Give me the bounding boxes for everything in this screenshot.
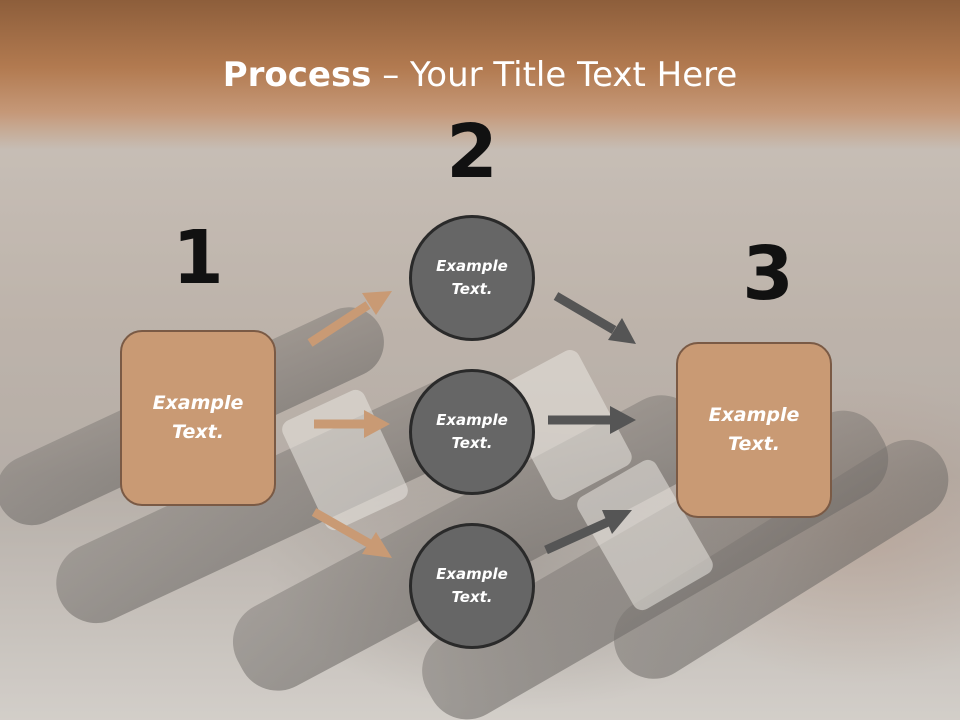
title-band <box>0 0 960 150</box>
step-number-3: 3 <box>742 231 794 317</box>
arrow-from-bottom-circle <box>544 510 632 555</box>
process-circle-middle[interactable]: Example Text. <box>409 369 535 495</box>
title-rest: – Your Title Text Here <box>371 55 738 95</box>
step-number-1: 1 <box>172 215 224 301</box>
step-number-2: 2 <box>446 109 498 195</box>
process-circle-top[interactable]: Example Text. <box>409 215 535 341</box>
title-bold: Process <box>222 55 372 95</box>
arrow-to-bottom-circle <box>311 508 392 558</box>
step-box-1[interactable]: Example Text. <box>120 330 276 506</box>
step-box-3[interactable]: Example Text. <box>676 342 832 518</box>
arrow-from-top-circle <box>553 292 636 344</box>
arrow-to-top-circle <box>307 291 392 347</box>
process-circle-bottom[interactable]: Example Text. <box>409 523 535 649</box>
arrow-to-middle-circle <box>314 410 390 438</box>
arrow-from-middle-circle <box>548 406 636 434</box>
slide-title: Process – Your Title Text Here <box>0 54 960 96</box>
